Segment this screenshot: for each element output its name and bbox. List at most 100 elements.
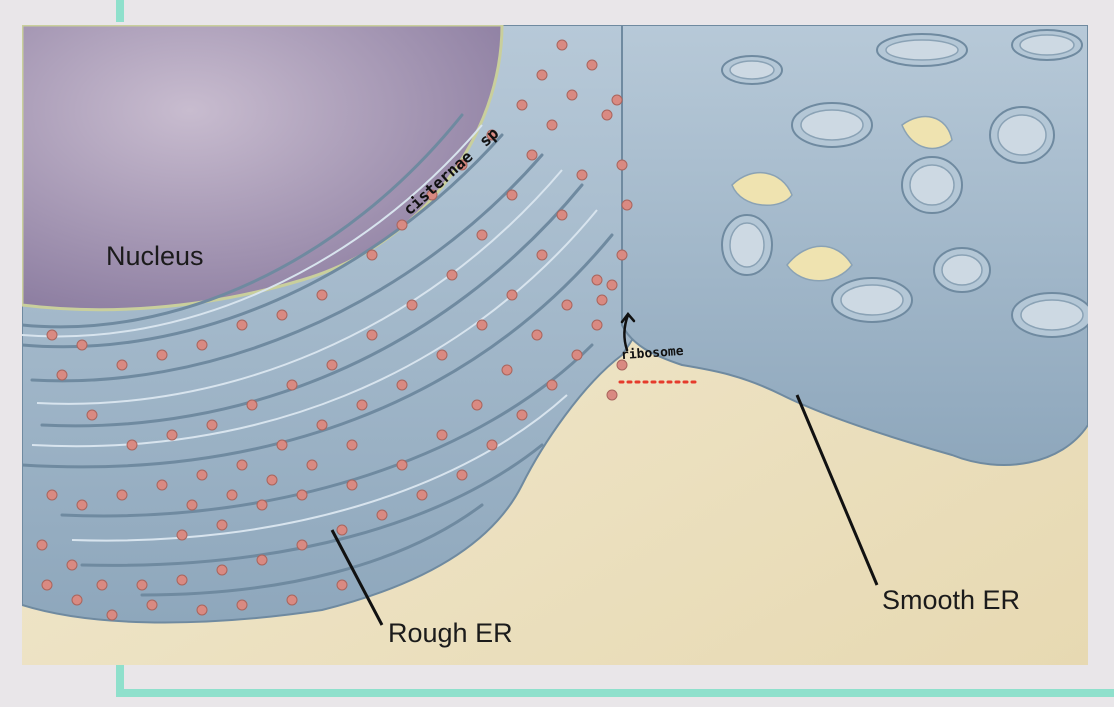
ribosome-dot: [591, 274, 603, 286]
ribosome-dot: [236, 459, 248, 471]
rough-er-highlights: [22, 124, 598, 542]
ribosome-dot: [556, 209, 568, 221]
ribosome-dot: [516, 409, 528, 421]
ribosome-dot: [446, 269, 458, 281]
ribosome-dot: [476, 229, 488, 241]
ribosome-dot: [236, 319, 248, 331]
nucleus: [22, 25, 504, 312]
ribosome-dot: [176, 529, 188, 541]
ribosome-dot: [376, 509, 388, 521]
ribosome-dot: [471, 399, 483, 411]
rough-er-label: Rough ER: [388, 618, 513, 648]
ribosome-dot: [86, 409, 98, 421]
ribosome-dot: [601, 109, 613, 121]
ribosome-dot: [206, 419, 218, 431]
ribosome-dot: [156, 349, 168, 361]
ribosome-dot: [531, 329, 543, 341]
ribosome-dot: [276, 439, 288, 451]
frame-accent-bottom: [116, 662, 124, 697]
ribosome-dot: [236, 599, 248, 611]
ribosome-dot: [136, 579, 148, 591]
ribosome-dot: [396, 219, 408, 231]
ribosome-dot: [426, 189, 438, 201]
ribosome-dot: [506, 189, 518, 201]
ribosome-dot: [326, 359, 338, 371]
ribosome-dot: [296, 539, 308, 551]
ribosome-dot: [66, 559, 78, 571]
ribosome-dot: [116, 489, 128, 501]
ribosome-dot: [266, 474, 278, 486]
ribosome-dot: [76, 499, 88, 511]
ribosome-dot: [556, 39, 568, 51]
ribosome-dot: [546, 119, 558, 131]
ribosome-dot: [146, 599, 158, 611]
ribosome-dot: [286, 594, 298, 606]
ribosome-dot: [436, 349, 448, 361]
ribosome-dot: [476, 319, 488, 331]
smooth-er-pointer-line: [795, 394, 879, 586]
ribosome-dot: [186, 499, 198, 511]
ribosome-dot: [561, 299, 573, 311]
ribosome-dot: [336, 579, 348, 591]
ribosome-dot: [96, 579, 108, 591]
frame-accent-bottom-bar: [116, 689, 1114, 697]
ribosome-dot: [41, 579, 53, 591]
ribosome-dot: [486, 439, 498, 451]
ribosome-dot: [276, 309, 288, 321]
ribosome-dot: [296, 489, 308, 501]
ribosome-dot: [616, 359, 628, 371]
rough-er-pointer-line: [330, 529, 384, 626]
ribosomes: [36, 39, 633, 621]
ribosome-dot: [36, 539, 48, 551]
ribosome-dot: [616, 249, 628, 261]
ribosome-dot: [116, 359, 128, 371]
ribosome-dot: [46, 329, 58, 341]
ribosome-dot: [566, 89, 578, 101]
ribosome-dot: [591, 319, 603, 331]
ribosome-dot: [616, 159, 628, 171]
frame-accent-top: [116, 0, 124, 22]
ribosome-dot: [306, 459, 318, 471]
ribosome-dot: [536, 249, 548, 261]
ribosome-dot: [526, 149, 538, 161]
ribosome-dot: [576, 169, 588, 181]
rough-er-cisternae: [22, 113, 614, 597]
ribosome-dot: [606, 279, 618, 291]
ribosome-dot: [336, 524, 348, 536]
ribosome-dot: [396, 459, 408, 471]
ribosome-dot: [106, 609, 118, 621]
ribosome-dot: [506, 289, 518, 301]
ribosome-dot: [196, 469, 208, 481]
ribosome-dot: [571, 349, 583, 361]
ribosome-dot: [596, 294, 608, 306]
ribosome-dot: [546, 379, 558, 391]
ribosome-dot: [621, 199, 633, 211]
ribosome-dot: [166, 429, 178, 441]
ribosome-dot: [486, 129, 498, 141]
ribosome-dot: [226, 489, 238, 501]
smooth-er-gaps: [731, 115, 953, 282]
ribosome-dot: [216, 564, 228, 576]
ribosome-dot: [196, 604, 208, 616]
ribosome-dot: [256, 554, 268, 566]
ribosome-dot: [256, 499, 268, 511]
ribosome-dot: [366, 249, 378, 261]
er-diagram: [22, 25, 1088, 665]
ribosome-dot: [76, 339, 88, 351]
ribosome-dot: [611, 94, 623, 106]
nucleus-label: Nucleus: [106, 241, 204, 271]
ribosome-dot: [396, 379, 408, 391]
ribosome-dot: [346, 479, 358, 491]
ribosome-dot: [156, 479, 168, 491]
ribosome-dot: [126, 439, 138, 451]
ribosome-dot: [456, 159, 468, 171]
ribosome-dot: [516, 99, 528, 111]
ribosome-dot: [71, 594, 83, 606]
ribosome-dot: [56, 369, 68, 381]
ribosome-dot: [416, 489, 428, 501]
ribosome-dot: [286, 379, 298, 391]
ribosome-arrow-icon: [620, 312, 636, 352]
ribosome-dot: [316, 289, 328, 301]
ribosome-dot: [346, 439, 358, 451]
ribosome-dot: [606, 389, 618, 401]
